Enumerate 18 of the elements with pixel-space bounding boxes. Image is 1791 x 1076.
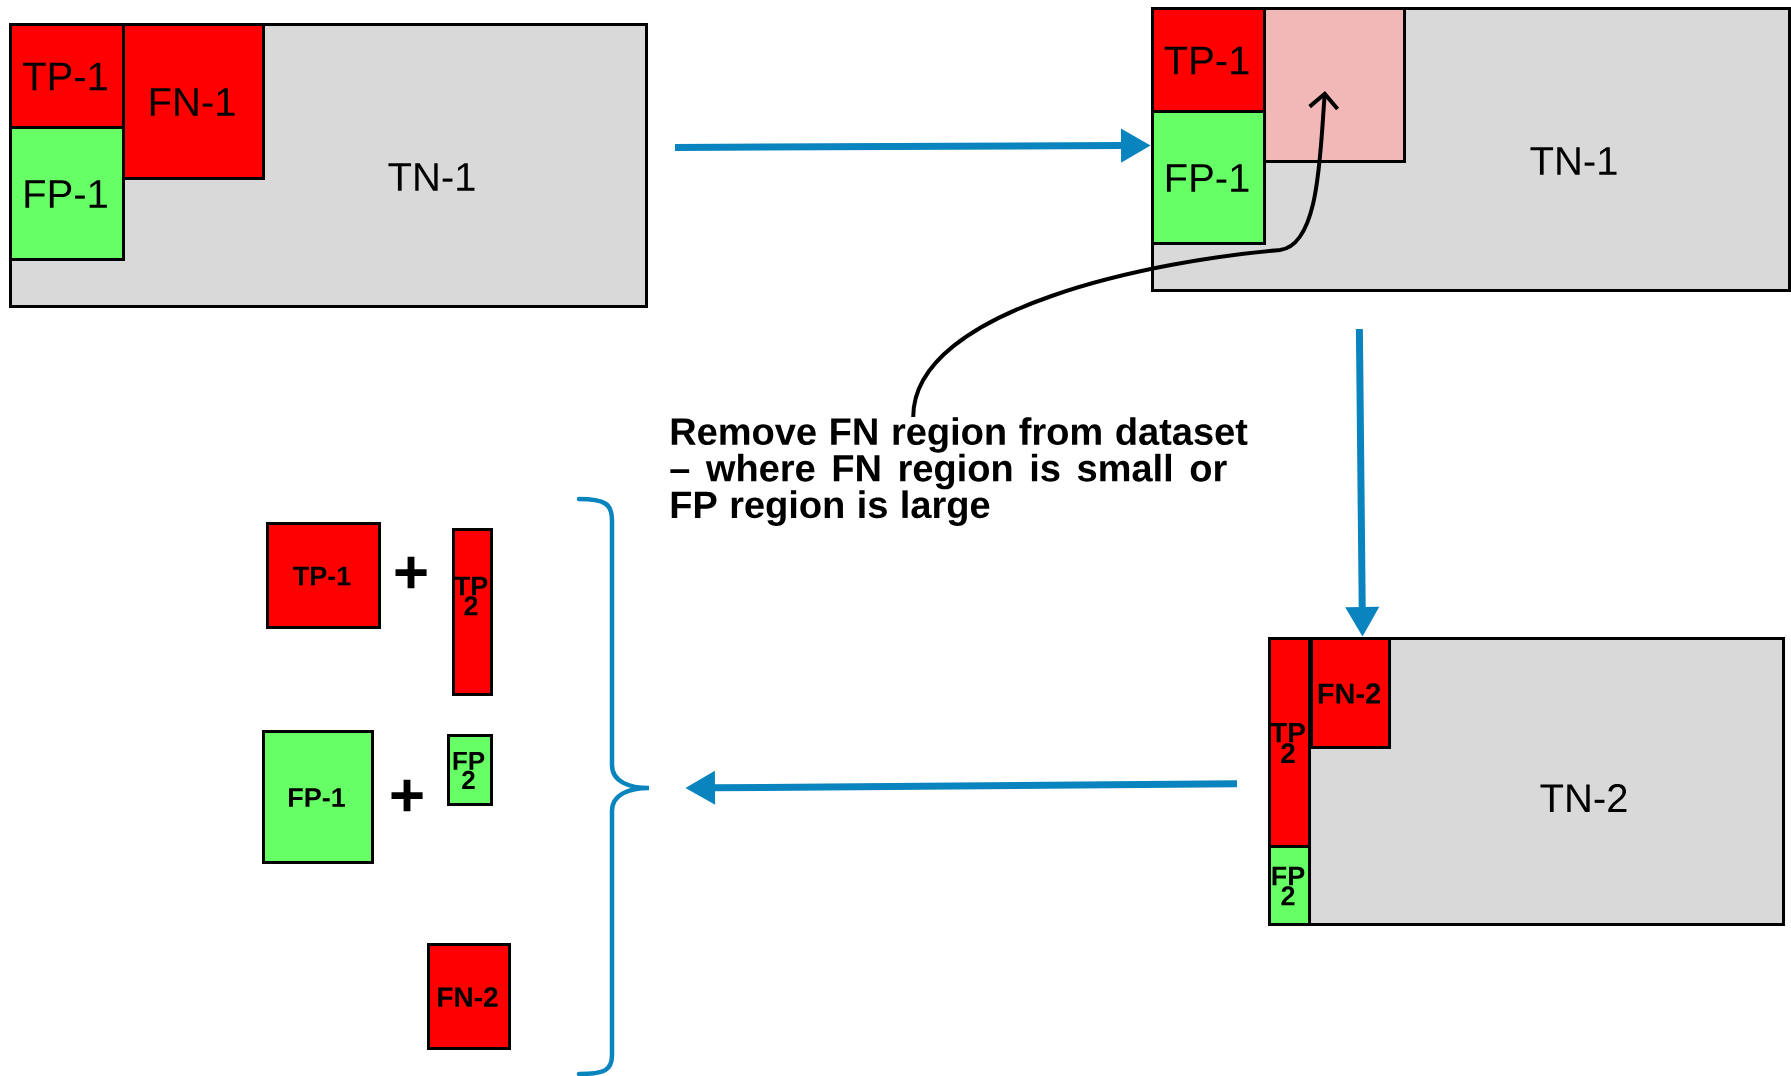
region-box: TP-1: [266, 522, 381, 629]
region-box: FP 2: [447, 734, 493, 806]
region-box: FP 2: [1268, 845, 1311, 926]
region-box: FP-1: [1151, 110, 1266, 245]
region-box: FP-1: [9, 126, 125, 261]
annotation-text: Remove FN region from dataset – where FN region is small or FP region is large: [670, 417, 1248, 526]
plus-sign: +: [391, 779, 423, 812]
region-box: FN-2: [1310, 637, 1391, 749]
region-box: FN-1: [122, 23, 265, 180]
region-box: TP 2: [1268, 637, 1311, 848]
region-box: FN-2: [427, 943, 511, 1050]
region-box: TP-1: [1151, 7, 1266, 113]
region-box: FP-1: [262, 730, 374, 864]
shaded-region: [1263, 7, 1406, 163]
region-box: TP 2: [452, 528, 493, 696]
arrow: [911, 91, 1340, 418]
plus-sign: +: [395, 556, 427, 589]
region-box: TP-1: [9, 23, 125, 129]
